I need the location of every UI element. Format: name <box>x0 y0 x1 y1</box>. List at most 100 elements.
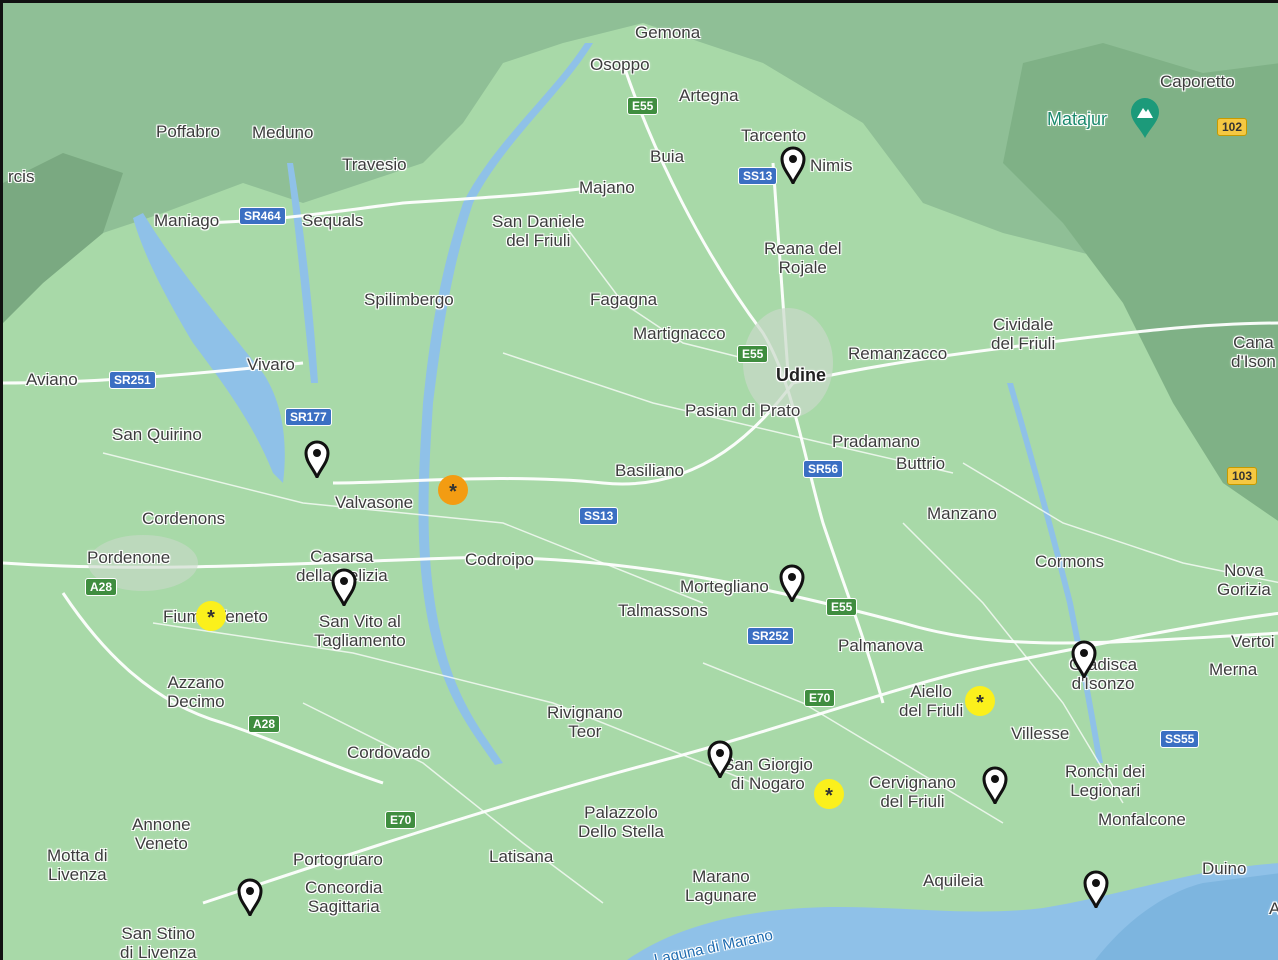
road-shield-sr251: SR251 <box>109 371 156 389</box>
label-vivaro: Vivaro <box>247 355 295 374</box>
udine-urban-area <box>743 308 833 418</box>
tagliamento-river <box>418 43 593 765</box>
star-marker-yellow[interactable]: * <box>965 686 995 716</box>
label-latisana: Latisana <box>489 847 554 866</box>
label-pradamano: Pradamano <box>832 432 920 451</box>
label-gemona: Gemona <box>635 23 701 42</box>
label-valvasone: Valvasone <box>335 493 414 512</box>
label-cividale: Cividale del Friuli <box>991 315 1056 353</box>
label-tarcento: Tarcento <box>741 126 807 145</box>
label-poffabro: Poffabro <box>156 122 220 141</box>
label-nimis: Nimis <box>810 156 853 175</box>
map-pin-icon[interactable] <box>982 766 1008 804</box>
road-shield-e55: E55 <box>737 345 769 363</box>
label-sequals: Sequals <box>302 211 364 230</box>
road-shield-103: 103 <box>1227 467 1258 485</box>
label-spilimbergo: Spilimbergo <box>364 290 454 309</box>
map-pin-icon[interactable] <box>304 440 330 478</box>
label-villesse: Villesse <box>1011 724 1070 743</box>
mountain-area-west <box>3 153 123 323</box>
label-san-daniele: San Daniele del Friuli <box>492 212 585 250</box>
label-motta: Motta di Livenza <box>47 846 108 884</box>
map-pin-icon[interactable] <box>331 568 357 606</box>
label-reana: Reana del Rojale <box>764 239 842 277</box>
label-matajur: Matajur <box>1047 109 1108 129</box>
label-talmassons: Talmassons <box>618 601 708 620</box>
map-pin-icon[interactable] <box>779 564 805 602</box>
label-pordenone: Pordenone <box>87 548 171 567</box>
label-remanzacco: Remanzacco <box>848 344 948 363</box>
map-pin-icon[interactable] <box>237 878 263 916</box>
mountain-area-north <box>3 3 1278 332</box>
label-annone: Annone Veneto <box>132 815 191 853</box>
road-shield-sr177: SR177 <box>285 408 332 426</box>
label-palmanova: Palmanova <box>838 636 924 655</box>
star-marker-yellow[interactable]: * <box>814 779 844 809</box>
label-basiliano: Basiliano <box>615 461 684 480</box>
pordenone-urban-area <box>88 535 198 591</box>
label-portogruaro: Portogruaro <box>293 850 383 869</box>
label-san-vito: San Vito al Tagliamento <box>314 612 406 650</box>
map-pin-icon[interactable] <box>1083 870 1109 908</box>
label-meduno: Meduno <box>252 123 314 142</box>
label-marano: Marano Lagunare <box>685 867 757 905</box>
label-martignacco: Martignacco <box>633 324 726 343</box>
label-cordovado: Cordovado <box>347 743 431 762</box>
mountain-peak-icon[interactable] <box>1129 97 1161 139</box>
label-aviano: Aviano <box>26 370 78 389</box>
road-shield-sr56: SR56 <box>803 460 844 478</box>
label-manzano: Manzano <box>927 504 997 523</box>
road-shield-a28: A28 <box>248 715 281 733</box>
map-pin-icon[interactable] <box>1071 640 1097 678</box>
label-rivignano: Rivignano Teor <box>547 703 623 741</box>
label-palazzolo: Palazzolo Dello Stella <box>578 803 664 841</box>
label-osoppo: Osoppo <box>590 55 650 74</box>
road-shield-e55: E55 <box>826 598 858 616</box>
label-travesio: Travesio <box>342 155 407 174</box>
gulf-of-trieste <box>1095 873 1278 960</box>
label-artegna: Artegna <box>679 86 739 105</box>
map-pin-icon[interactable] <box>707 740 733 778</box>
label-ronchi: Ronchi dei Legionari <box>1065 762 1146 800</box>
road-shield-ss13: SS13 <box>579 507 619 525</box>
label-san-quirino: San Quirino <box>112 425 202 444</box>
road-shield-sr252: SR252 <box>747 627 794 645</box>
road-shield-sr464: SR464 <box>239 207 286 225</box>
minor-roads <box>102 222 1278 904</box>
label-concordia: Concordia Sagittaria <box>305 878 383 916</box>
label-merna: Merna <box>1209 660 1258 679</box>
label-buia: Buia <box>650 147 685 166</box>
label-cordenons: Cordenons <box>142 509 226 528</box>
label-monfalcone: Monfalcone <box>1098 810 1186 829</box>
road-shield-a28: A28 <box>85 578 118 596</box>
label-azzano: Azzano Decimo <box>167 673 225 711</box>
label-san-stino: San Stino di Livenza <box>120 924 197 960</box>
road-shield-102: 102 <box>1217 118 1248 136</box>
label-caporetto: Caporetto <box>1160 72 1235 91</box>
mountain-area-east <box>1003 43 1278 521</box>
isonzo-river <box>1007 383 1103 763</box>
road-shield-e70: E70 <box>804 689 836 707</box>
label-canale: Cana d'Ison <box>1231 333 1276 371</box>
label-edge-a: A <box>1269 899 1278 918</box>
label-arcis: rcis <box>8 167 35 186</box>
road-shield-e55: E55 <box>627 97 659 115</box>
label-duino: Duino <box>1202 859 1247 878</box>
star-marker-orange[interactable]: * <box>438 475 468 505</box>
map-pin-icon[interactable] <box>780 146 806 184</box>
label-aquileia: Aquileia <box>923 871 984 890</box>
road-shield-ss13: SS13 <box>738 167 778 185</box>
road-shield-ss55: SS55 <box>1160 730 1200 748</box>
label-fagagna: Fagagna <box>590 290 658 309</box>
cellina-river <box>133 213 285 483</box>
label-cervignano: Cervignano del Friuli <box>869 773 956 811</box>
label-nova-gorica: Nova Gorizia <box>1217 561 1271 599</box>
label-buttrio: Buttrio <box>896 454 946 473</box>
label-cormons: Cormons <box>1035 552 1104 571</box>
label-aiello: Aiello del Friuli <box>899 682 964 720</box>
label-majano: Majano <box>579 178 635 197</box>
adriatic-sea <box>627 863 1278 960</box>
star-marker-yellow[interactable]: * <box>196 601 226 631</box>
label-vertoi: Vertoi <box>1231 632 1275 651</box>
